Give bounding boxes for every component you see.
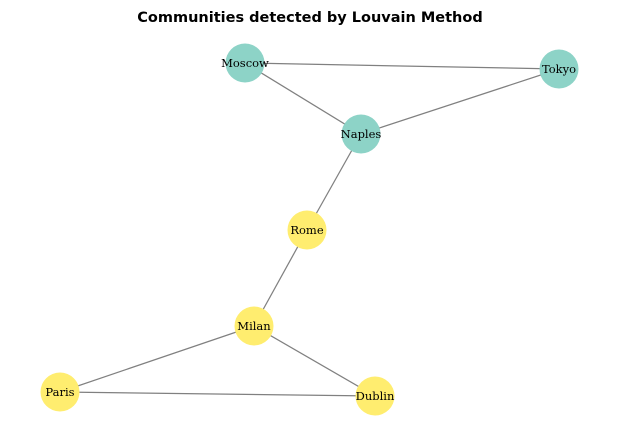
node-circle-moscow [225, 43, 265, 83]
node-label-naples: Naples [341, 127, 382, 141]
node-circle-tokyo [539, 49, 579, 89]
edge-paris-dublin [59, 391, 376, 397]
edge-milan-paris [59, 325, 255, 393]
edge-moscow-naples [244, 62, 362, 135]
node-circle-dublin [355, 376, 395, 416]
node-rome: Rome [287, 210, 327, 250]
graph-title: Communities detected by Louvain Method [137, 10, 482, 26]
node-milan: Milan [234, 306, 274, 346]
node-naples: Naples [341, 114, 382, 154]
node-circle-naples [341, 114, 381, 154]
edge-milan-dublin [253, 325, 376, 397]
node-circle-paris [40, 372, 80, 412]
node-label-rome: Rome [290, 223, 323, 237]
node-moscow: Moscow [221, 43, 269, 83]
node-label-milan: Milan [237, 319, 271, 333]
node-circle-milan [234, 306, 274, 346]
node-label-paris: Paris [45, 385, 74, 399]
node-label-tokyo: Tokyo [542, 62, 576, 76]
node-circle-rome [287, 210, 327, 250]
node-paris: Paris [40, 372, 80, 412]
node-label-moscow: Moscow [221, 56, 269, 70]
edge-moscow-tokyo [244, 62, 560, 70]
node-dublin: Dublin [355, 376, 395, 416]
node-tokyo: Tokyo [539, 49, 579, 89]
node-label-dublin: Dublin [356, 389, 395, 403]
edge-naples-tokyo [360, 68, 560, 135]
